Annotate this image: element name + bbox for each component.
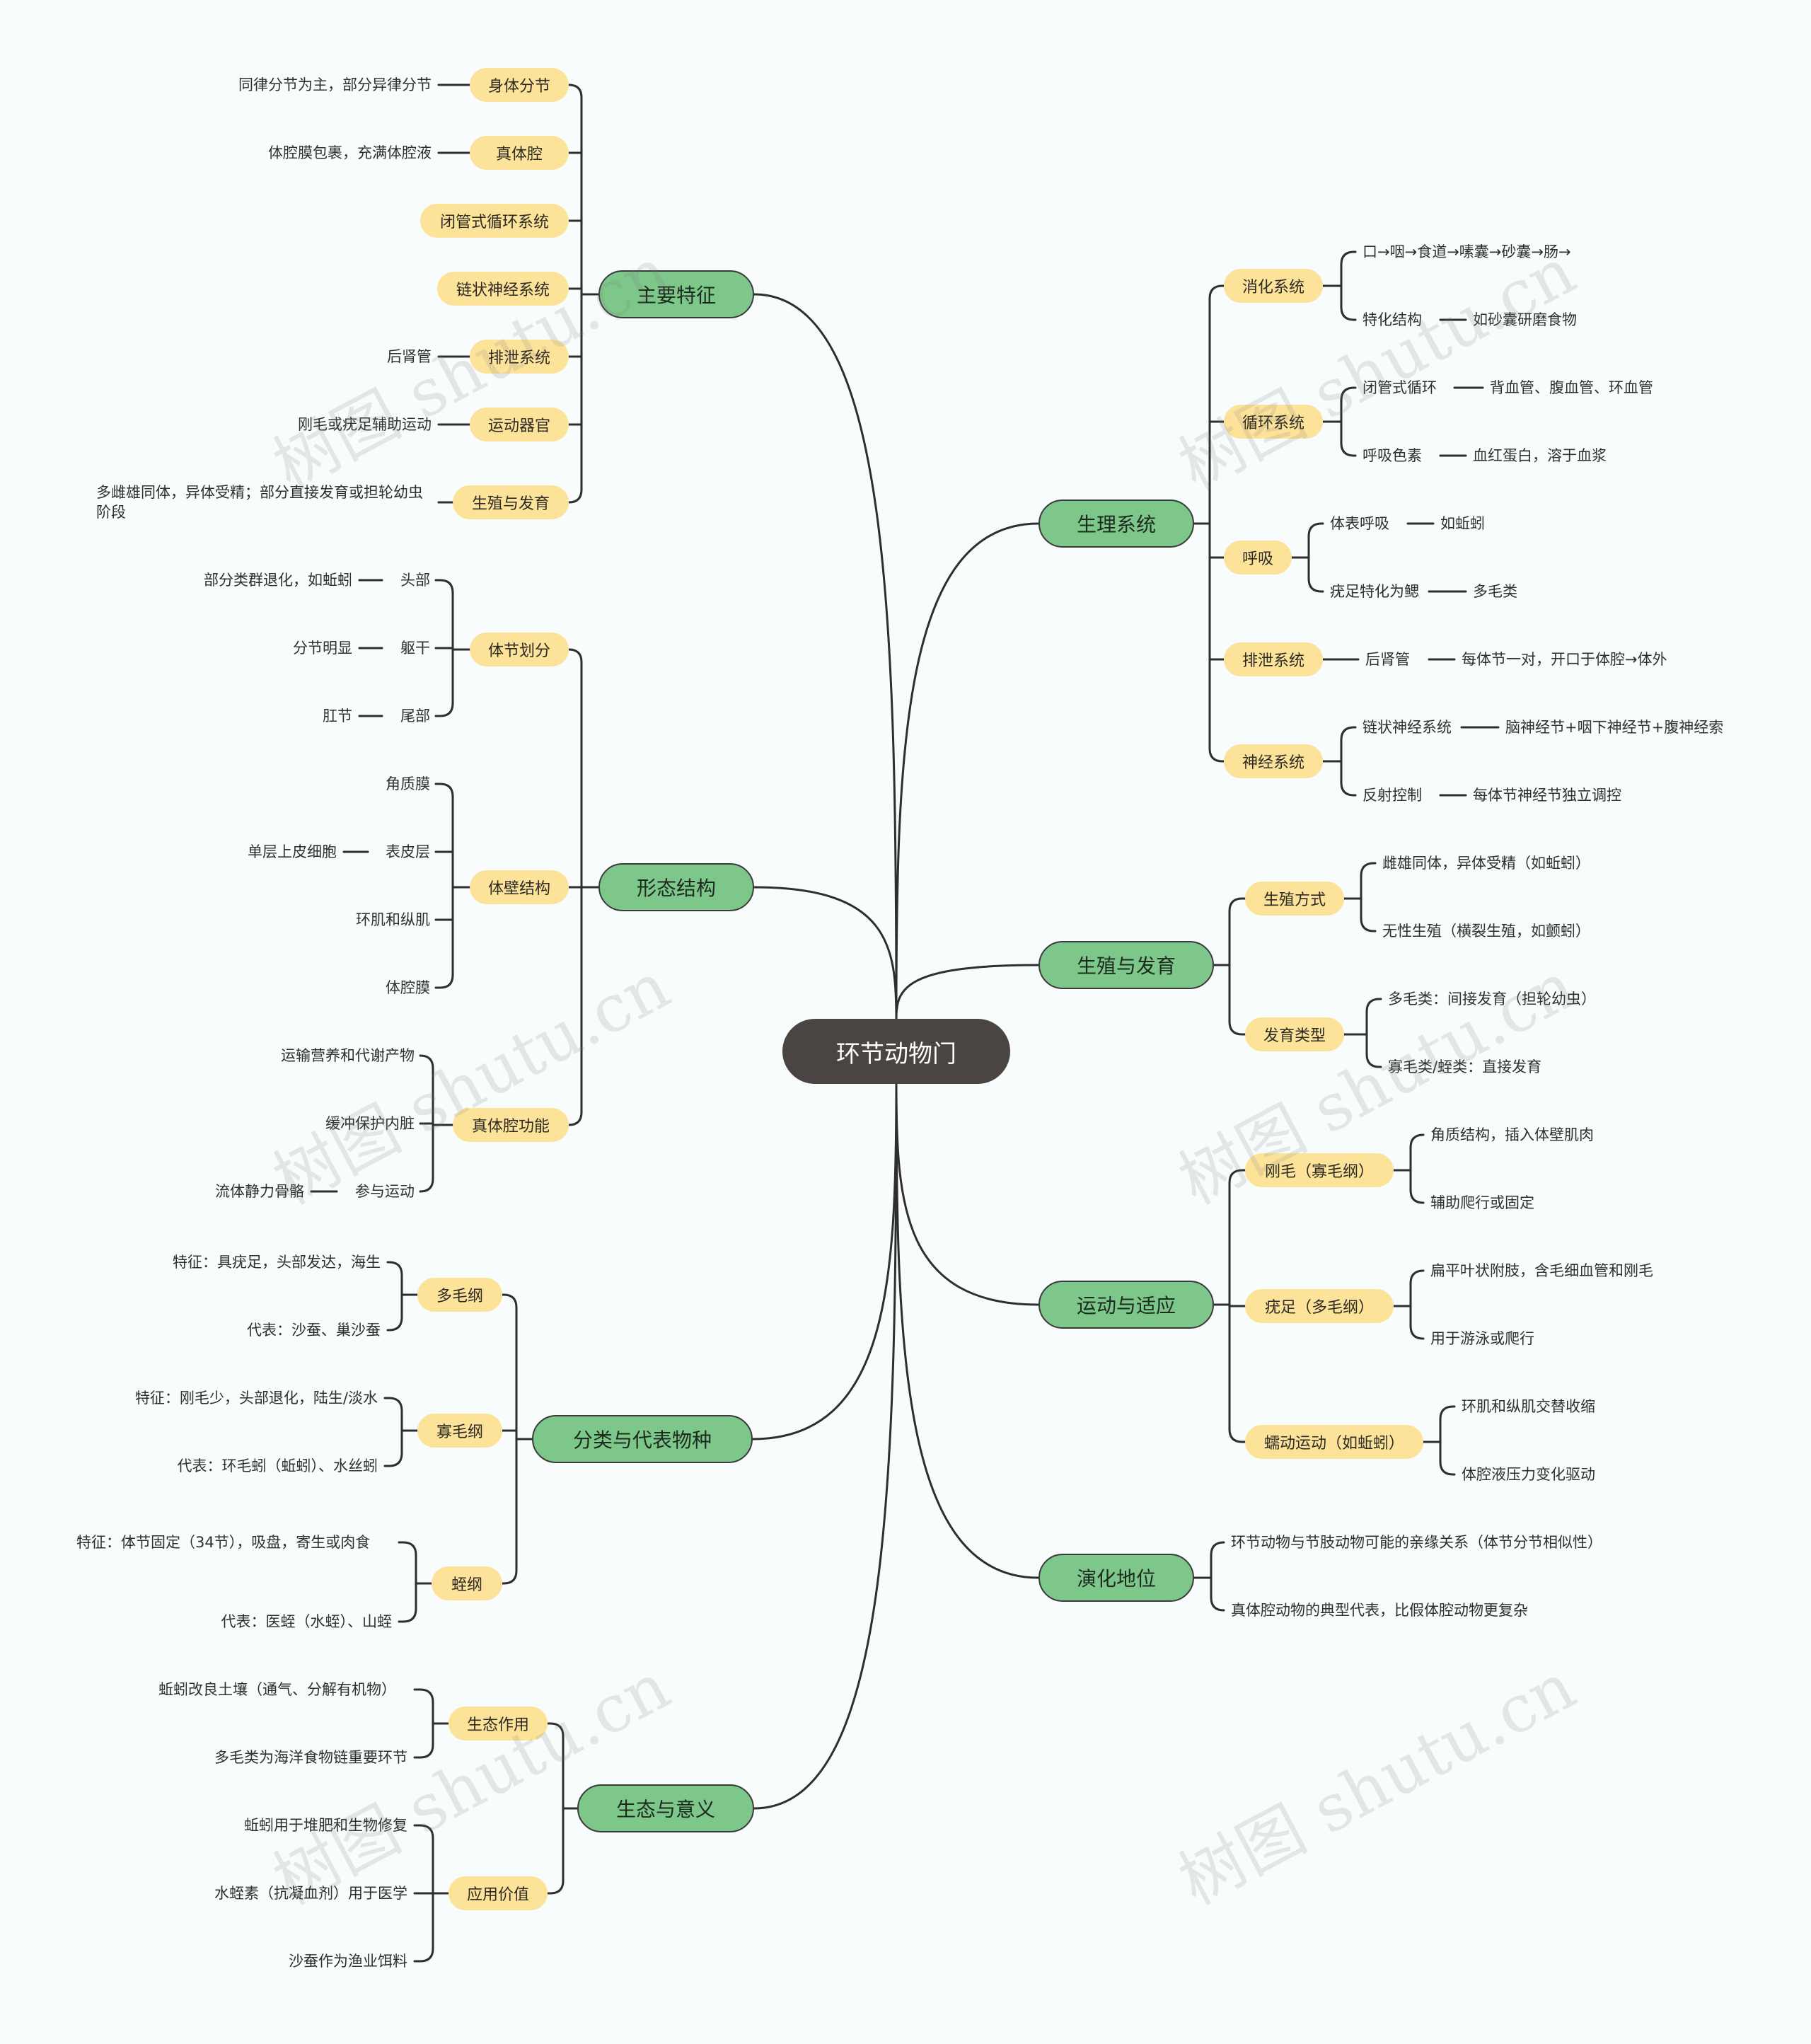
wall-cuticle: 角质膜 [386,775,430,792]
repro-asexual: 无性生殖（横裂生殖，如颤蚓） [1382,923,1590,940]
hirudinea-feature: 特征：体节固定（34节），吸盘，寄生或肉食 [76,1534,371,1551]
dev-indirect: 多毛类：间接发育（担轮幼虫） [1388,991,1596,1007]
dev-direct: 寡毛类/蛭类：直接发育 [1388,1058,1542,1075]
branch-features[interactable]: 主要特征 [598,270,754,318]
repro-mode[interactable]: 生殖方式 [1245,882,1344,916]
seg-head-detail: 部分类群退化，如蚯蚓 [204,572,352,589]
eco-value-bait: 沙蚕作为渔业饵料 [289,1953,407,1970]
eco-value-compost: 蚯蚓用于堆肥和生物修复 [244,1817,407,1834]
digestive-special-detail: 如砂囊研磨食物 [1473,311,1577,328]
feature-locomotion-detail: 刚毛或疣足辅助运动 [298,416,432,433]
phys-excretory[interactable]: 排泄系统 [1224,642,1323,676]
seg-tail-detail: 肛节 [323,708,352,724]
peristalsis-muscle: 环肌和纵肌交替收缩 [1462,1398,1595,1415]
eco-value[interactable]: 应用价值 [449,1876,548,1910]
branch-reproduction[interactable]: 生殖与发育 [1038,941,1214,989]
hirudinea-example: 代表：医蛭（水蛭）、山蛭 [221,1613,393,1630]
eco-role-soil: 蚯蚓改良土壤（通气、分解有机物） [158,1681,396,1698]
coelom-transport: 运输营养和代谢产物 [281,1047,415,1064]
nerve-reflex-detail: 每体节神经节独立调控 [1473,787,1621,804]
parapodia-function: 用于游泳或爬行 [1430,1330,1534,1347]
wall-muscles: 环肌和纵肌 [356,911,430,928]
nerve-ladder: 链状神经系统 [1362,719,1452,736]
peristalsis-fluid: 体腔液压力变化驱动 [1462,1466,1595,1483]
wall-peritoneum: 体腔膜 [386,979,430,996]
circ-closed: 闭管式循环 [1362,379,1437,396]
excr-nephridia-detail: 每体节一对，开口于体腔→体外 [1462,651,1667,668]
feature-segmentation[interactable]: 身体分节 [470,68,569,102]
feature-segmentation-detail: 同律分节为主，部分异律分节 [238,76,432,93]
coelom-movement: 参与运动 [355,1183,415,1200]
branch-physiology[interactable]: 生理系统 [1038,500,1194,548]
evo-coelomate: 真体腔动物的典型代表，比假体腔动物更复杂 [1231,1602,1528,1619]
resp-body: 体表呼吸 [1330,515,1389,532]
circ-pigment: 呼吸色素 [1362,447,1422,464]
resp-body-detail: 如蚯蚓 [1440,515,1485,532]
phys-digestive[interactable]: 消化系统 [1224,269,1323,303]
feature-coelom[interactable]: 真体腔 [470,136,569,170]
setae-structure: 角质结构，插入体壁肌肉 [1430,1126,1594,1143]
excr-nephridia: 后肾管 [1365,651,1410,668]
polychaeta-example: 代表：沙蚕、巢沙蚕 [247,1322,381,1339]
seg-tail: 尾部 [400,708,430,724]
nerve-ladder-detail: 脑神经节+咽下神经节+腹神经索 [1505,719,1724,736]
repro-development[interactable]: 发育类型 [1245,1017,1344,1051]
evo-arthropod-relation: 环节动物与节肢动物可能的亲缘关系（体节分节相似性） [1231,1534,1602,1551]
feature-reproduction[interactable]: 生殖与发育 [453,485,569,519]
feature-excretion-detail: 后肾管 [387,348,432,365]
loco-parapodia[interactable]: 疣足（多毛纲） [1245,1289,1394,1323]
repro-hermaphrodite: 雌雄同体，异体受精（如蚯蚓） [1382,855,1590,872]
circ-pigment-detail: 血红蛋白，溶于血浆 [1473,447,1607,464]
branch-ecology[interactable]: 生态与意义 [577,1784,754,1832]
wall-epidermis: 表皮层 [386,843,430,860]
feature-reproduction-detail: 多雌雄同体，异体受精；部分直接发育或担轮幼虫阶段 [96,484,423,521]
morph-segments[interactable]: 体节划分 [470,633,569,666]
eco-role[interactable]: 生态作用 [449,1707,548,1740]
phys-nervous[interactable]: 神经系统 [1224,744,1323,778]
root-node[interactable]: 环节动物门 [782,1019,1010,1084]
parapodia-structure: 扁平叶状附肢，含毛细血管和刚毛 [1430,1262,1653,1279]
phys-circulatory[interactable]: 循环系统 [1224,405,1323,439]
morph-wall[interactable]: 体壁结构 [470,870,569,904]
resp-gill: 疣足特化为鳃 [1330,583,1419,600]
nerve-reflex: 反射控制 [1362,787,1422,804]
class-hirudinea[interactable]: 蛭纲 [432,1566,502,1600]
branch-morphology[interactable]: 形态结构 [598,863,754,911]
feature-nervous-system[interactable]: 链状神经系统 [437,272,569,306]
eco-role-foodchain: 多毛类为海洋食物链重要环节 [214,1749,407,1766]
branch-locomotion[interactable]: 运动与适应 [1038,1281,1214,1329]
resp-gill-detail: 多毛类 [1473,583,1517,600]
oligochaeta-example: 代表：环毛蚓（蚯蚓）、水丝蚓 [177,1457,378,1474]
eco-value-hirudin: 水蛭素（抗凝血剂）用于医学 [214,1885,407,1902]
feature-locomotion[interactable]: 运动器官 [470,408,569,441]
class-oligochaeta[interactable]: 寡毛纲 [417,1414,502,1448]
watermark: 树图 shutu.cn [1167,1648,1587,1920]
circ-closed-detail: 背血管、腹血管、环血管 [1490,379,1653,396]
wall-epidermis-detail: 单层上皮细胞 [248,843,337,860]
morph-coelom-function[interactable]: 真体腔功能 [453,1108,569,1142]
seg-head: 头部 [400,572,430,589]
seg-trunk: 躯干 [400,640,430,657]
digestive-special: 特化结构 [1362,311,1422,328]
loco-setae[interactable]: 刚毛（寡毛纲） [1245,1153,1394,1187]
seg-trunk-detail: 分节明显 [293,640,352,657]
coelom-buffer: 缓冲保护内脏 [325,1115,415,1132]
class-polychaeta[interactable]: 多毛纲 [417,1278,502,1312]
polychaeta-feature: 特征：具疣足，头部发达，海生 [173,1254,381,1271]
feature-closed-circulation[interactable]: 闭管式循环系统 [420,204,569,238]
digestive-tract: 口→咽→食道→嗉囊→砂囊→肠→ [1362,243,1571,260]
feature-coelom-detail: 体腔膜包裹，充满体腔液 [268,144,432,161]
loco-peristalsis[interactable]: 蠕动运动（如蚯蚓） [1245,1425,1423,1459]
phys-respiration[interactable]: 呼吸 [1224,541,1292,574]
feature-excretion[interactable]: 排泄系统 [470,340,569,374]
branch-evolution[interactable]: 演化地位 [1038,1554,1194,1602]
branch-classification[interactable]: 分类与代表物种 [532,1415,753,1463]
coelom-movement-detail: 流体静力骨骼 [215,1183,304,1200]
oligochaeta-feature: 特征：刚毛少，头部退化，陆生/淡水 [134,1390,378,1407]
setae-function: 辅助爬行或固定 [1430,1194,1534,1211]
